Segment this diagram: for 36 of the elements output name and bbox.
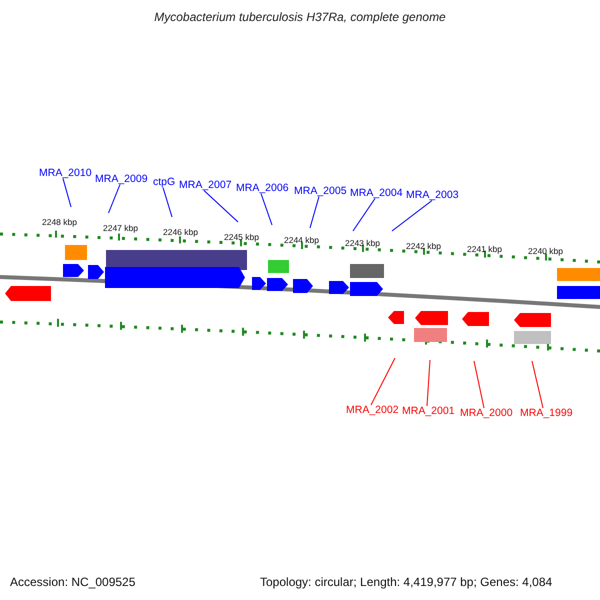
leader-line (474, 360, 484, 408)
scale-label: 2245 kbp (224, 233, 259, 242)
leader-line (162, 187, 172, 218)
scale-label: 2240 kbp (528, 247, 563, 256)
leader-line (392, 200, 432, 232)
scale-label: 2243 kbp (345, 239, 380, 248)
leader-line (62, 178, 72, 208)
scale-label: 2246 kbp (163, 228, 198, 236)
scale-label: 2242 kbp (406, 242, 441, 250)
gene-label: MRA_2002 (346, 405, 399, 416)
gene-label: MRA_2010 (39, 168, 92, 178)
gene-label: MRA_2004 (350, 188, 403, 198)
scale-label: 2248 kbp (42, 218, 77, 226)
gene-label: MRA_2009 (95, 174, 148, 184)
gene-label: MRA_2000 (460, 408, 513, 418)
gene-label: ctpG (153, 177, 176, 188)
scale-label: 2241 kbp (467, 245, 502, 254)
gene-label: MRA_2005 (294, 186, 347, 196)
leader-line (426, 360, 430, 406)
gene-label: MRA_2001 (402, 406, 455, 416)
scale-label: 2244 kbp (284, 236, 319, 244)
leader-line (108, 184, 120, 214)
gene-label: MRA_2003 (406, 190, 459, 200)
leader-line (352, 198, 376, 232)
gene-label: MRA_2007 (179, 180, 232, 190)
scale-label: 2247 kbp (103, 224, 138, 232)
gene-label: MRA_2006 (236, 183, 289, 194)
leader-line (260, 193, 272, 226)
leader-line (370, 358, 396, 406)
title: Mycobacterium tuberculosis H37Ra, complete genome (153, 11, 447, 23)
leader-line (204, 190, 238, 222)
footer-text: Topology: circular; Length: 4,419,977 bp; Genes: 4,084 (260, 576, 552, 588)
gene-label: MRA_1999 (520, 408, 573, 418)
leader-line (310, 196, 320, 228)
leader-line (532, 360, 544, 408)
footer-text: Accession: NC_009525 (10, 576, 136, 588)
